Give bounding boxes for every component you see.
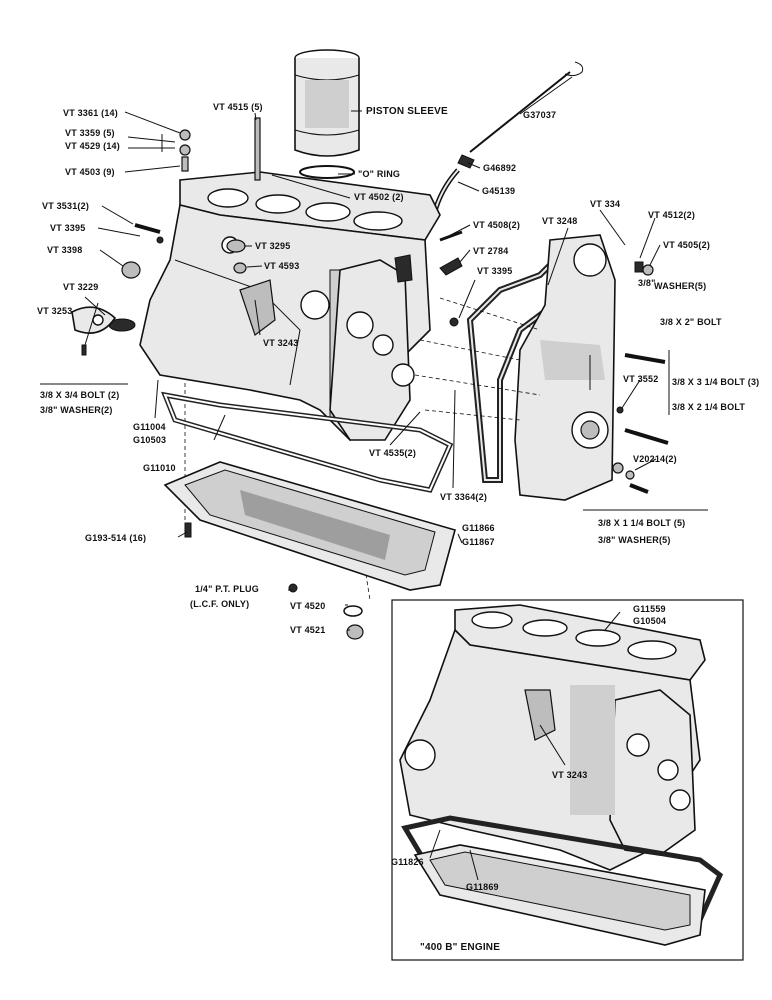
label-vt3531: VT 3531(2) bbox=[42, 201, 89, 211]
label-vt4512: VT 4512(2) bbox=[648, 210, 695, 220]
label-vt3361: VT 3361 (14) bbox=[63, 108, 118, 118]
label-vt3395-b: VT 3395 bbox=[477, 266, 512, 276]
label-bolt-3-8x2: 3/8 X 2" BOLT bbox=[660, 317, 722, 327]
label-vt4503: VT 4503 (9) bbox=[65, 167, 115, 177]
label-g11869: G11869 bbox=[466, 882, 499, 892]
label-g10503: G10503 bbox=[133, 435, 166, 445]
label-vt2784: VT 2784 bbox=[473, 246, 508, 256]
label-vt3395-a: VT 3395 bbox=[50, 223, 85, 233]
label-vt3398: VT 3398 bbox=[47, 245, 82, 255]
label-o-ring: "O" RING bbox=[358, 169, 400, 179]
small-parts-left bbox=[71, 117, 261, 356]
label-vt4520: VT 4520 bbox=[290, 601, 325, 611]
label-g37037: G37037 bbox=[523, 110, 556, 120]
part-labels: VT 3361 (14) VT 3359 (5) VT 4529 (14) VT… bbox=[37, 102, 759, 953]
label-g11867: G11867 bbox=[462, 537, 495, 547]
400b-engine-inset bbox=[391, 599, 744, 961]
label-vt3243-b: VT 3243 bbox=[552, 770, 587, 780]
label-vt334: VT 334 bbox=[590, 199, 620, 209]
oil-pan bbox=[163, 461, 456, 640]
label-pt-plug: 1/4" P.T. PLUG bbox=[195, 584, 259, 594]
label-vt3364: VT 3364(2) bbox=[440, 492, 487, 502]
label-vt3243-a: VT 3243 bbox=[263, 338, 298, 348]
label-vt4508: VT 4508(2) bbox=[473, 220, 520, 230]
label-g10504: G10504 bbox=[633, 616, 666, 626]
label-washer5-frac: 3/8" bbox=[638, 278, 656, 288]
label-g11826: G11826 bbox=[391, 857, 424, 867]
block-plugs-right bbox=[439, 230, 463, 327]
label-vt3552: VT 3552 bbox=[623, 374, 658, 384]
o-ring bbox=[299, 165, 355, 179]
leader-lines bbox=[40, 76, 708, 881]
oil-pan-gasket bbox=[161, 391, 454, 493]
label-vt3253: VT 3253 bbox=[37, 306, 72, 316]
label-bolt2: 3/8 X 3/4 BOLT (2) bbox=[40, 390, 119, 400]
label-bolt-1-1-4: 3/8 X 1 1/4 BOLT (5) bbox=[598, 518, 685, 528]
label-bolt-2-1-4: 3/8 X 2 1/4 BOLT bbox=[672, 402, 745, 412]
cover-bolts bbox=[612, 353, 669, 494]
label-vt3359: VT 3359 (5) bbox=[65, 128, 115, 138]
label-g11010: G11010 bbox=[143, 463, 176, 473]
piston-sleeve bbox=[294, 49, 360, 157]
label-g11866: G11866 bbox=[462, 523, 495, 533]
label-bolt-3-1-4: 3/8 X 3 1/4 BOLT (3) bbox=[672, 377, 759, 387]
label-vt4502: VT 4502 (2) bbox=[354, 192, 404, 202]
label-vt4505: VT 4505(2) bbox=[663, 240, 710, 250]
label-g11004: G11004 bbox=[133, 422, 166, 432]
assembly-lines bbox=[184, 297, 541, 601]
label-vt3295: VT 3295 bbox=[255, 241, 290, 251]
label-vt3248: VT 3248 bbox=[542, 216, 577, 226]
label-washer5: WASHER(5) bbox=[654, 281, 706, 291]
label-vt3229: VT 3229 bbox=[63, 282, 98, 292]
label-g193: G193-514 (16) bbox=[85, 533, 146, 543]
label-g11559: G11559 bbox=[633, 604, 666, 614]
label-vt4529: VT 4529 (14) bbox=[65, 141, 120, 151]
label-washer5-b: 3/8" WASHER(5) bbox=[598, 535, 671, 545]
label-g46892: G46892 bbox=[483, 163, 516, 173]
timing-gear-cover bbox=[466, 234, 654, 501]
label-400b-engine: "400 B" ENGINE bbox=[420, 942, 500, 953]
label-lcf-only: (L.C.F. ONLY) bbox=[190, 599, 249, 609]
label-v20214: V20214(2) bbox=[633, 454, 677, 464]
label-vt4535: VT 4535(2) bbox=[369, 448, 416, 458]
label-g45139: G45139 bbox=[482, 186, 515, 196]
label-vt4593: VT 4593 bbox=[264, 261, 299, 271]
label-piston-sleeve: PISTON SLEEVE bbox=[366, 106, 448, 117]
label-washer2: 3/8" WASHER(2) bbox=[40, 405, 113, 415]
label-vt4515: VT 4515 (5) bbox=[213, 102, 263, 112]
engine-block bbox=[139, 171, 441, 442]
label-vt4521: VT 4521 bbox=[290, 625, 325, 635]
